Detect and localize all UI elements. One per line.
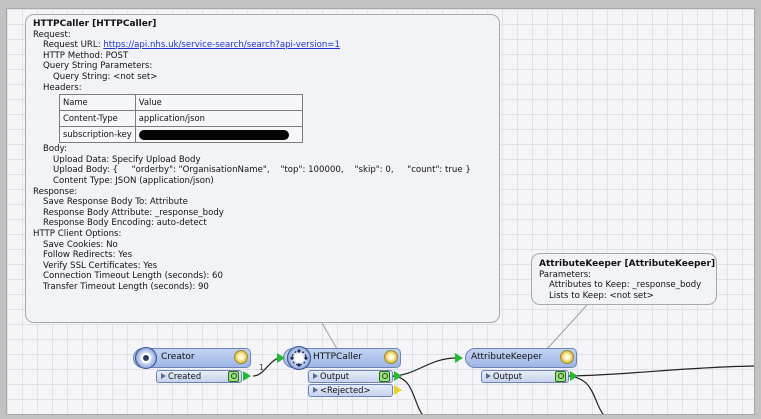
input-connector-icon[interactable] [277,353,285,363]
output-connector-icon[interactable] [570,371,578,381]
table-row: subscription-key [59,126,303,144]
save-body: Save Response Body To: Attribute [43,197,188,208]
header-name-cell: Content-Type [59,110,136,128]
rejected-connector-icon[interactable] [394,385,402,395]
network-icon-glyph [290,349,308,367]
annotation-pointer-httpcaller [321,322,338,350]
gear-icon[interactable] [234,350,248,364]
port-label: Output [320,371,350,381]
link-keeper-right [568,365,754,377]
link-feature-count: 1 [259,363,264,372]
headers-table: Name Value Content-Type application/json… [59,94,303,144]
input-connector-icon[interactable] [455,353,463,363]
col-value-header: Value [134,94,303,112]
header-value-cell: application/json [134,110,303,128]
port-arrow-icon [313,387,318,393]
output-port-created[interactable]: Created [156,370,242,383]
body-attr: Response Body Attribute: _response_body [43,207,224,218]
params-label: Parameters: [539,269,592,280]
creator-icon [135,347,157,369]
network-icon [287,346,311,370]
attributekeeper-transformer[interactable]: AttributeKeeper Output [455,348,584,388]
annotation-pointer-keeper [546,304,588,350]
output-port-rejected[interactable]: <Rejected> [308,384,393,397]
annotation-title: HTTPCaller [HTTPCaller] [33,19,157,29]
output-port-output[interactable]: Output [481,370,569,383]
output-connector-icon[interactable] [394,371,402,381]
request-url-label: Request URL: [43,40,101,51]
transfer-timeout: Transfer Timeout Length (seconds): 90 [43,281,209,292]
lists-to-keep: Lists to Keep: <not set> [549,290,654,301]
request-url-link[interactable]: https://api.nhs.uk/service-search/search… [103,40,340,51]
headers-label: Headers: [43,82,82,93]
httpcaller-transformer[interactable]: HTTPCaller Output <Rejected> [277,346,408,410]
qs-params-label: Query String Parameters: [43,61,153,72]
connection-timeout: Connection Timeout Length (seconds): 60 [43,271,223,282]
port-arrow-icon [161,373,166,379]
port-label: Created [168,371,202,381]
annotation-httpcaller[interactable]: HTTPCaller [HTTPCaller] Request: Request… [25,14,500,323]
table-row: Name Value [59,94,303,112]
upload-data: Upload Data: Specify Upload Body [53,154,201,165]
transformer-name: Creator [161,352,195,362]
transformer-name: AttributeKeeper [471,352,543,362]
col-name-header: Name [59,94,136,112]
output-port-output[interactable]: Output [308,370,393,383]
inspect-icon[interactable] [379,371,390,382]
port-arrow-icon [486,373,491,379]
attrs-to-keep: Attributes to Keep: _response_body [549,280,702,291]
response-label: Response: [33,186,78,197]
body-label: Body: [43,144,67,155]
port-label: Output [493,371,523,381]
verify-ssl: Verify SSL Certificates: Yes [43,260,158,271]
transformer-header[interactable] [465,348,577,368]
content-type: Content Type: JSON (application/json) [53,175,214,186]
request-label: Request: [33,29,71,40]
transformer-name: HTTPCaller [313,352,363,362]
output-connector-icon[interactable] [243,371,251,381]
creator-transformer[interactable]: Creator Created [133,347,258,388]
workspace-canvas[interactable]: HTTPCaller [HTTPCaller] Request: Request… [6,8,755,415]
follow-redirects: Follow Redirects: Yes [43,250,133,261]
annotation-title: AttributeKeeper [AttributeKeeper] [539,259,716,269]
redaction-bar [138,129,289,140]
inspect-icon[interactable] [228,371,239,382]
creator-icon-dot [141,353,151,363]
annotation-keeper[interactable]: AttributeKeeper [AttributeKeeper] Parame… [531,253,717,305]
port-arrow-icon [313,373,318,379]
port-label: <Rejected> [320,385,371,395]
request-url-line: Request URL: https://api.nhs.uk/service-… [33,40,492,51]
table-row: Content-Type application/json [59,110,303,128]
save-cookies: Save Cookies: No [43,239,118,250]
qs-value: Query String: <not set> [53,71,158,82]
inspect-icon[interactable] [555,371,566,382]
client-options-label: HTTP Client Options: [33,228,122,239]
header-name-cell: subscription-key [59,126,136,144]
transformer-header[interactable] [133,348,251,368]
gear-icon[interactable] [384,350,398,364]
body-encoding: Response Body Encoding: auto-detect [43,218,207,229]
http-method: HTTP Method: POST [43,50,129,61]
upload-body: Upload Body: { "orderby": "OrganisationN… [53,165,471,176]
gear-icon[interactable] [560,350,574,364]
header-value-cell-redacted [134,126,303,144]
